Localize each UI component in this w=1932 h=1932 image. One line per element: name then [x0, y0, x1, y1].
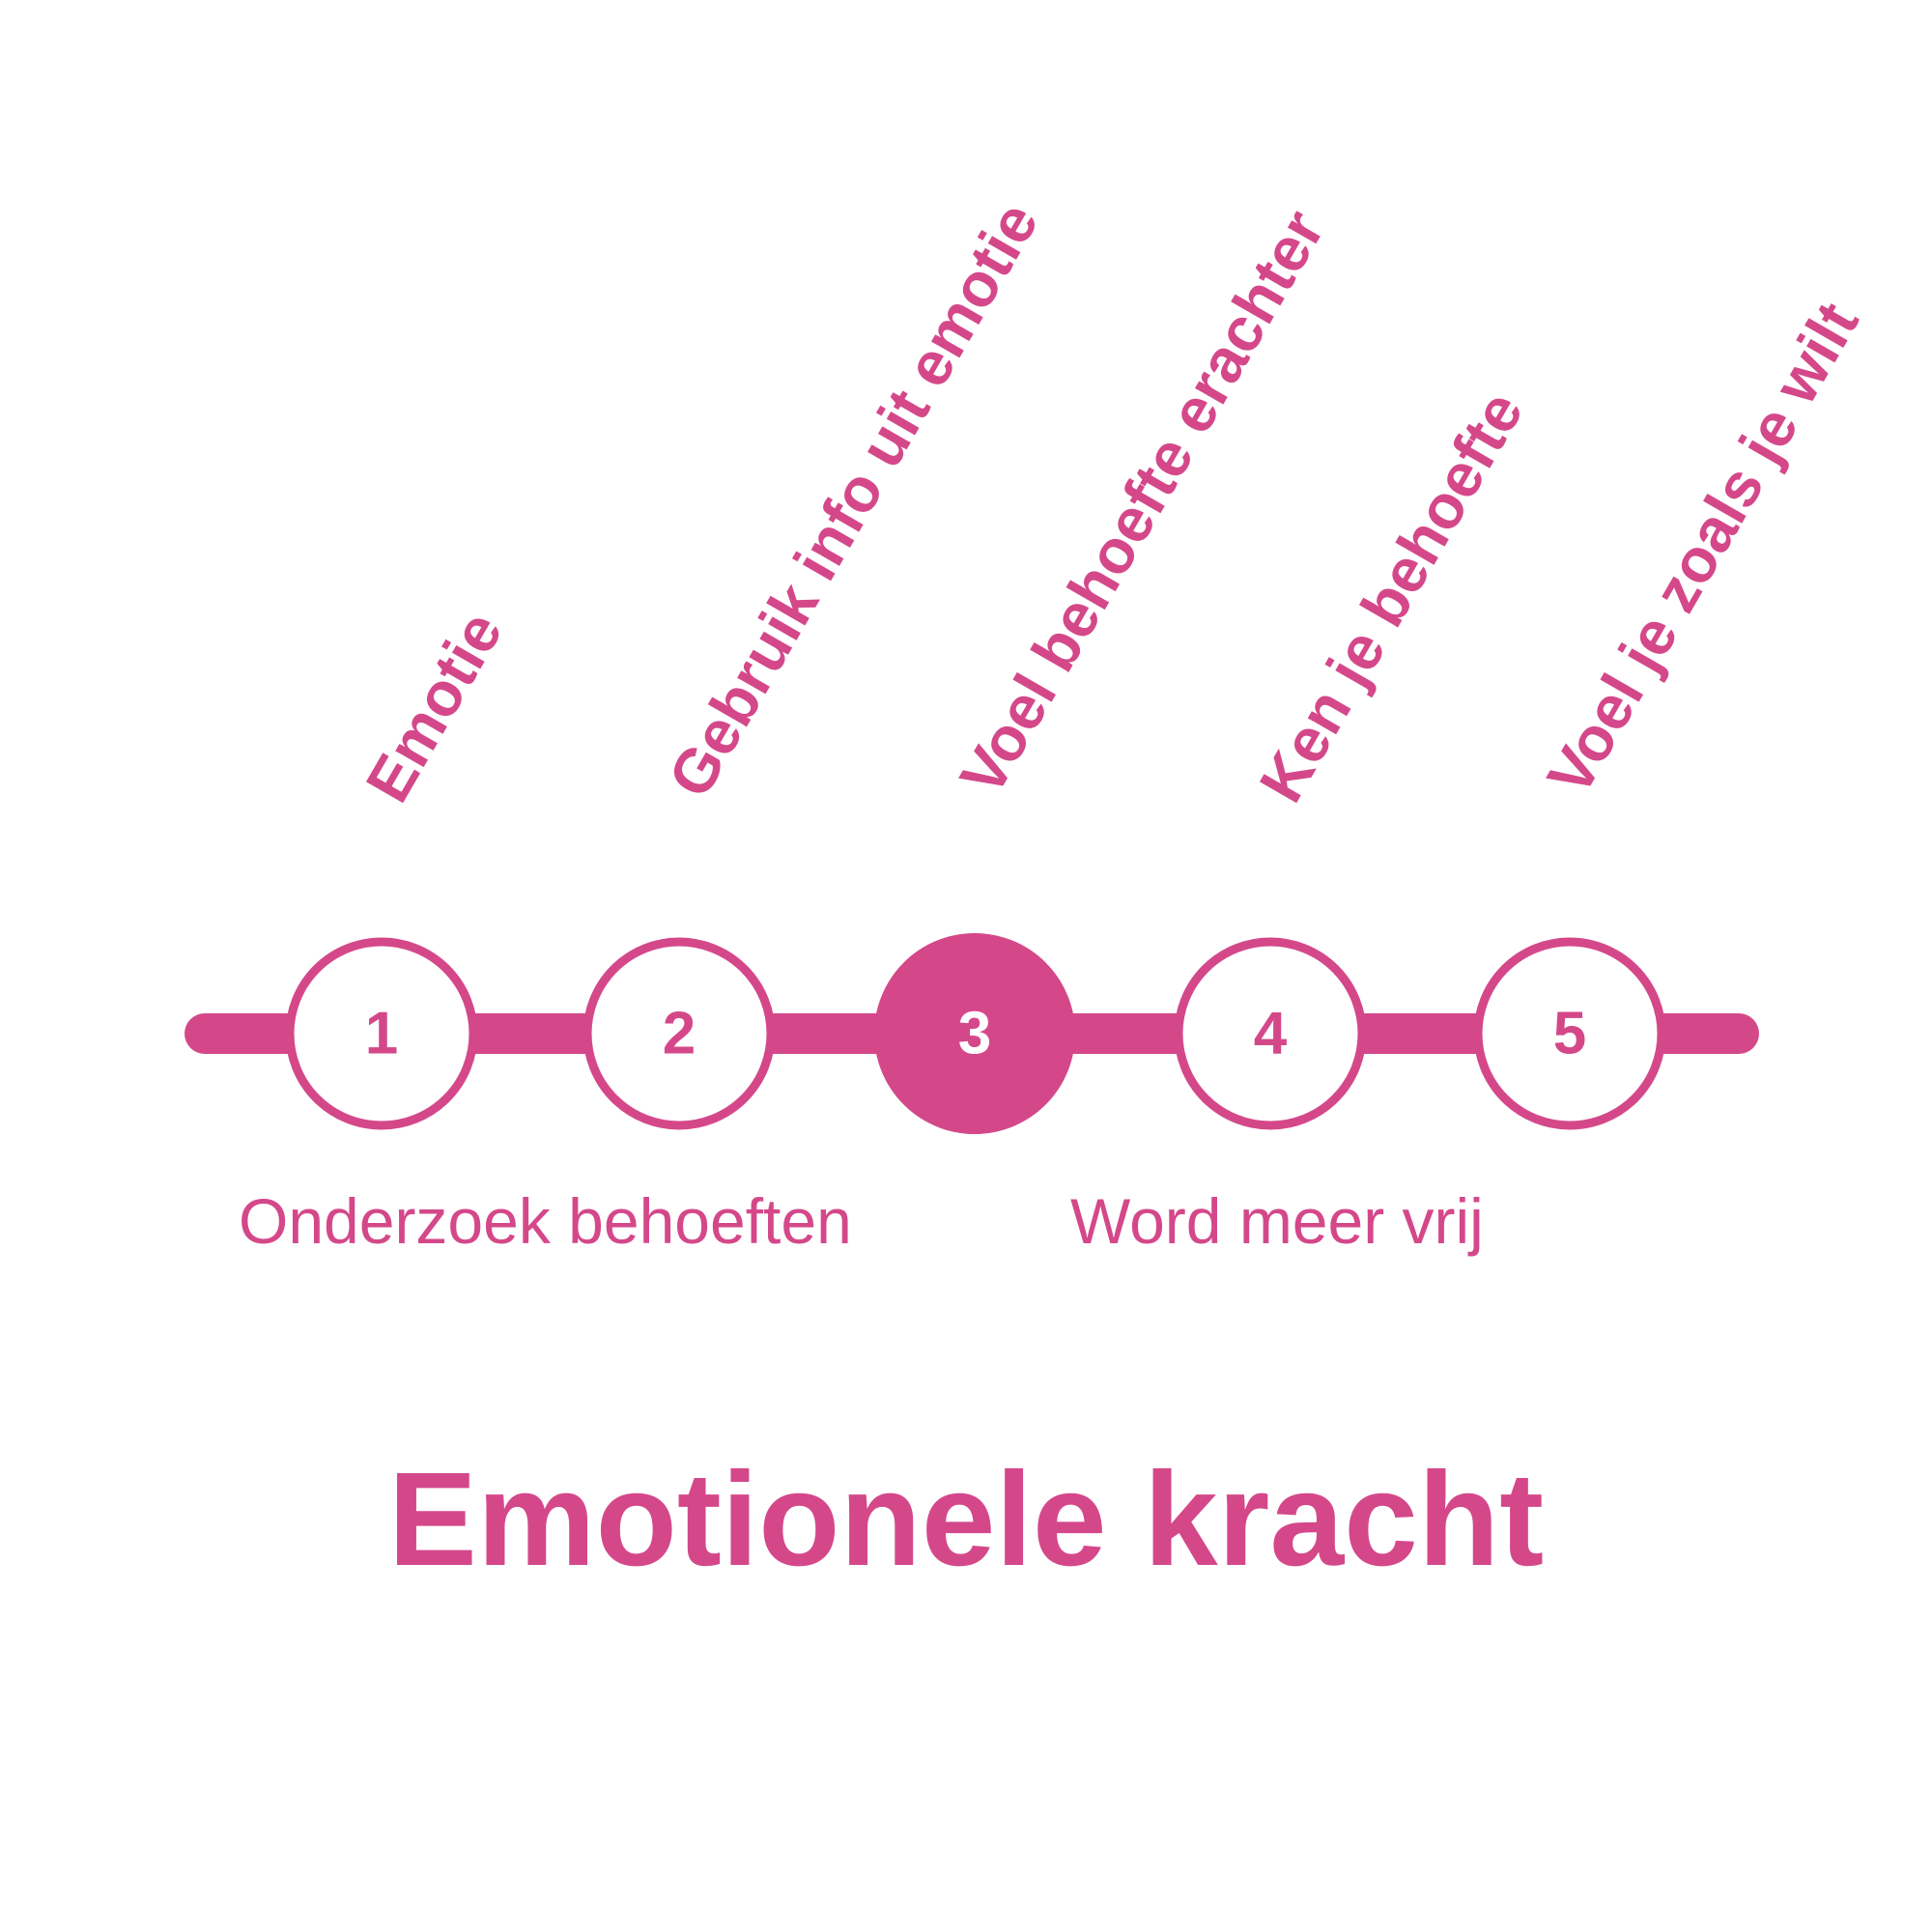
step-4-number: 4: [1254, 1001, 1288, 1067]
step-3-number: 3: [958, 1001, 991, 1067]
step-5: 5 Voel je zoals je wilt: [1473, 291, 1872, 1130]
step-4-circle: [1174, 937, 1367, 1130]
step-1-circle: [285, 937, 478, 1130]
main-title: Emotionele kracht: [388, 1445, 1544, 1594]
step-2-circle: [582, 937, 776, 1130]
group-label-right: Word meer vrij: [1070, 1185, 1484, 1257]
step-3-circle: [874, 933, 1075, 1134]
step-1-number: 1: [365, 1001, 398, 1067]
step-1-title: Emotie: [353, 600, 516, 813]
step-5-circle: [1473, 937, 1666, 1130]
step-2-number: 2: [663, 1001, 696, 1067]
step-4-title: Ken je behoefte: [1246, 380, 1537, 813]
step-5-number: 5: [1553, 1001, 1586, 1067]
step-5-title: Voel je zoals je wilt: [1534, 291, 1872, 807]
group-label-left: Onderzoek behoeften: [239, 1185, 852, 1257]
